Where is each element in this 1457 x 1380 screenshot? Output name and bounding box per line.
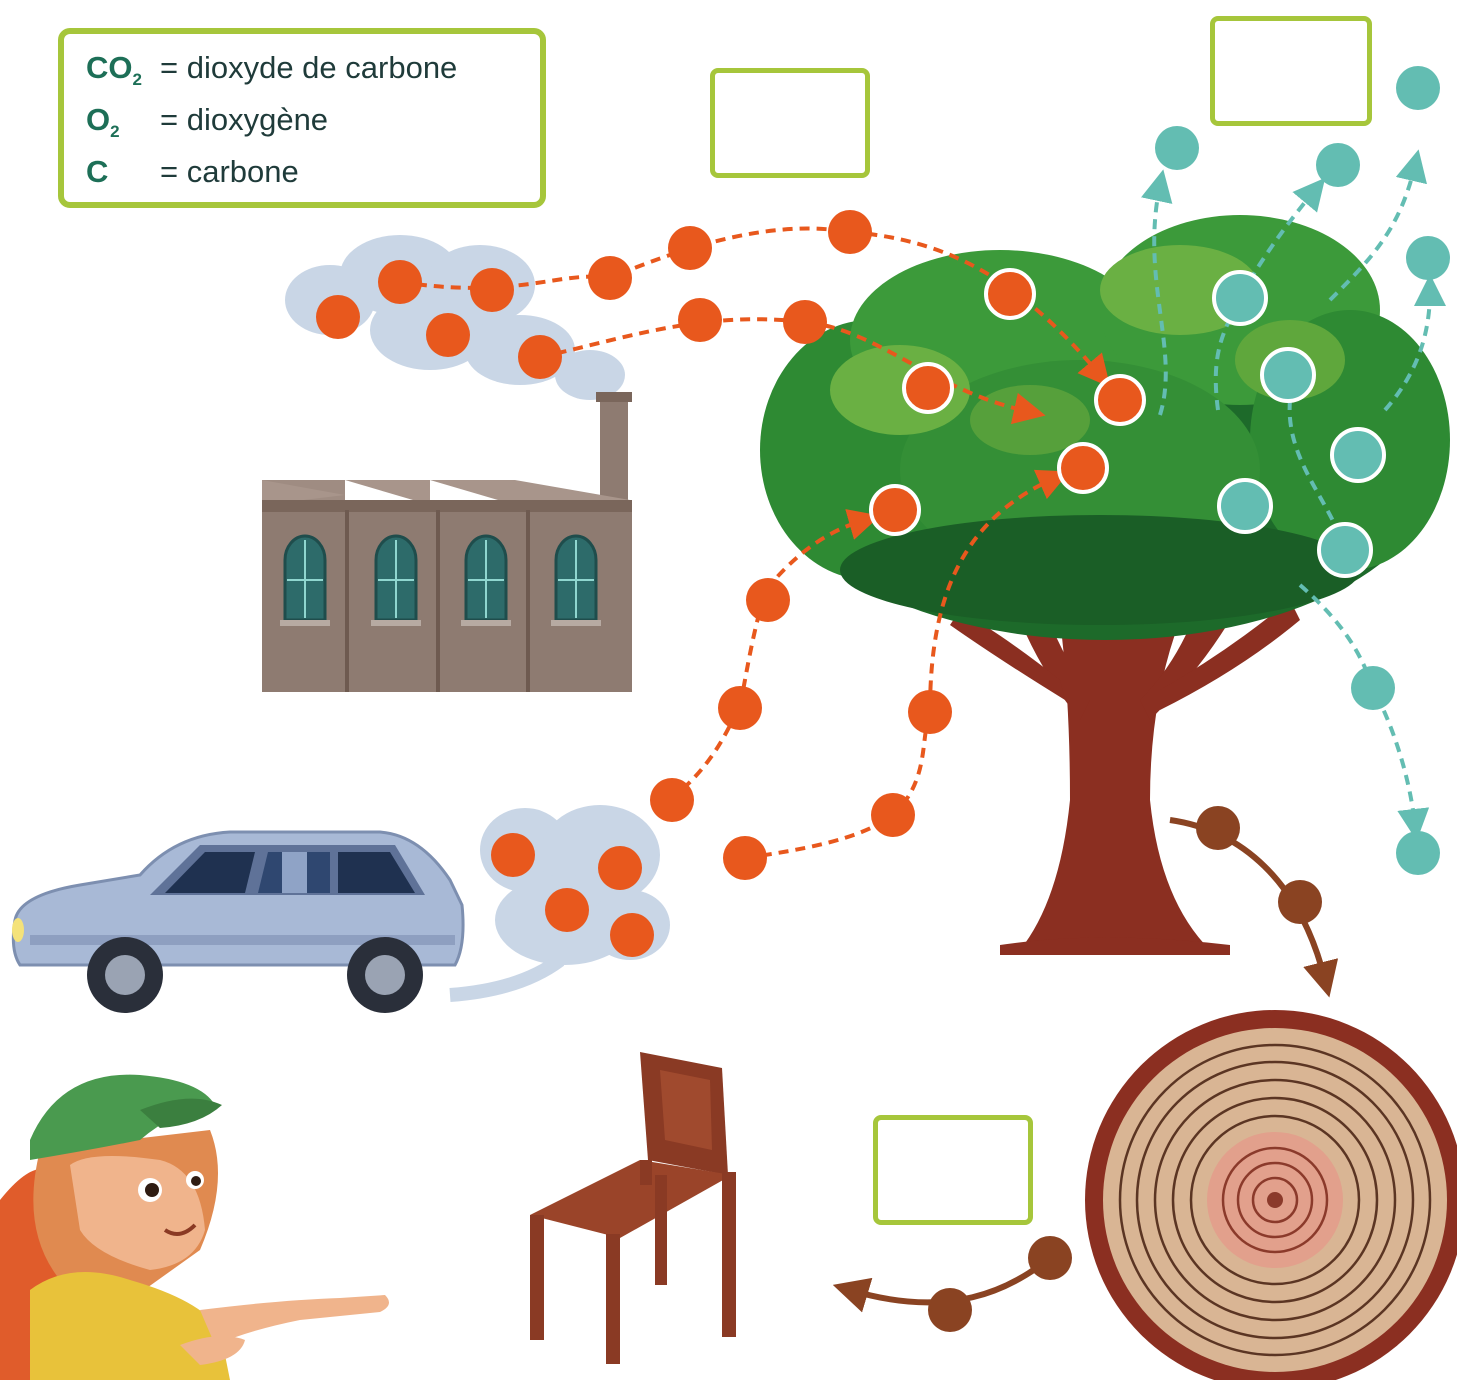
co2-molecule xyxy=(908,690,952,734)
legend-symbol: C xyxy=(86,154,109,189)
co2-molecule xyxy=(718,686,762,730)
o2-molecule xyxy=(1317,522,1373,578)
o2-molecule xyxy=(1217,478,1273,534)
o2-molecule xyxy=(1316,143,1360,187)
carbon-atom xyxy=(928,1288,972,1332)
legend-row-o2: O2 = dioxygène xyxy=(86,102,540,154)
co2-molecule xyxy=(1094,374,1146,426)
co2-molecule xyxy=(545,888,589,932)
legend-definition: = dioxyde de carbone xyxy=(160,50,458,85)
co2-molecule xyxy=(518,335,562,379)
girl-character-icon xyxy=(0,1074,389,1380)
legend-box: CO2 = dioxyde de carbone O2 = dioxygène … xyxy=(58,28,546,208)
o2-molecule xyxy=(1396,831,1440,875)
o2-molecule xyxy=(1396,66,1440,110)
o2-molecule xyxy=(1212,270,1268,326)
co2-molecule xyxy=(470,268,514,312)
co2-molecule xyxy=(598,846,642,890)
o2-molecules-released xyxy=(1155,66,1450,875)
co2-molecule xyxy=(610,913,654,957)
co2-molecules-in-tree xyxy=(869,268,1146,536)
legend-symbol: CO2 xyxy=(86,50,142,90)
o2-molecule xyxy=(1351,666,1395,710)
o2-molecules-in-tree xyxy=(1212,270,1386,578)
co2-label-box[interactable] xyxy=(710,68,870,178)
co2-path-car xyxy=(668,469,1070,860)
factory-icon xyxy=(262,392,632,692)
co2-molecule xyxy=(378,260,422,304)
co2-molecule xyxy=(869,484,921,536)
carbon-atom xyxy=(1196,806,1240,850)
co2-molecule xyxy=(678,298,722,342)
co2-molecule xyxy=(723,836,767,880)
legend-row-carbon: C = carbone xyxy=(86,154,540,206)
o2-molecule xyxy=(1155,126,1199,170)
co2-path-factory xyxy=(399,226,1111,425)
carbon-atom xyxy=(1278,880,1322,924)
o2-molecule xyxy=(1330,427,1386,483)
legend-definition: = dioxygène xyxy=(160,102,329,137)
legend-symbol: O2 xyxy=(86,102,120,142)
co2-molecule xyxy=(871,793,915,837)
co2-molecule xyxy=(316,295,360,339)
co2-molecule xyxy=(426,313,470,357)
carbon-atoms xyxy=(928,806,1322,1332)
tree-trunk xyxy=(950,600,1300,955)
co2-molecule xyxy=(491,833,535,877)
co2-molecules xyxy=(316,210,952,957)
co2-molecule xyxy=(783,300,827,344)
co2-molecule xyxy=(588,256,632,300)
car-icon xyxy=(11,830,465,1013)
co2-molecule xyxy=(1057,442,1109,494)
co2-molecule xyxy=(902,362,954,414)
carbon-label-box[interactable] xyxy=(873,1115,1033,1225)
co2-molecule xyxy=(828,210,872,254)
legend-row-co2: CO2 = dioxyde de carbone xyxy=(86,50,540,102)
carbon-atom xyxy=(1028,1236,1072,1280)
o2-label-box[interactable] xyxy=(1210,16,1372,126)
wood-slice-icon xyxy=(1085,1010,1457,1380)
o2-molecule xyxy=(1406,236,1450,280)
legend-definition: = carbone xyxy=(160,154,299,189)
co2-molecule xyxy=(746,578,790,622)
co2-molecule xyxy=(650,778,694,822)
o2-molecule xyxy=(1260,347,1316,403)
co2-molecule xyxy=(668,226,712,270)
co2-molecule xyxy=(984,268,1036,320)
chair-icon xyxy=(530,1052,736,1364)
